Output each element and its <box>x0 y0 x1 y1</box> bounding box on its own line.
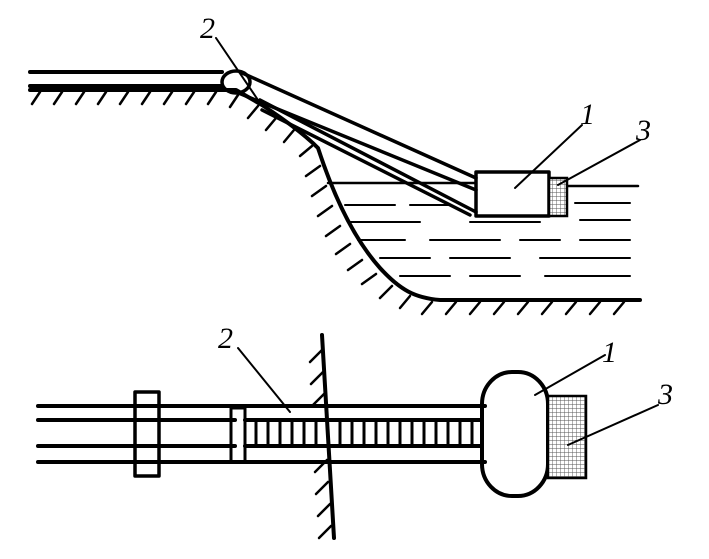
leader-lines-top <box>215 37 641 189</box>
filter-plan <box>546 394 588 480</box>
label-filter-top: 3 <box>635 114 651 147</box>
label-pump-bottom: 1 <box>602 336 617 369</box>
water-body <box>326 181 640 277</box>
hose-side <box>234 70 478 217</box>
hose-plan <box>254 420 474 446</box>
side-view: 2 1 3 <box>28 12 651 316</box>
label-pump-top: 1 <box>580 98 595 131</box>
label-hose-top: 2 <box>200 12 215 45</box>
pump-body-side <box>474 170 551 218</box>
clamp-block <box>133 390 161 478</box>
label-hose-bottom: 2 <box>218 322 233 355</box>
leader-lines-bottom <box>237 347 659 446</box>
plan-view: 2 1 3 <box>36 322 673 540</box>
bank-pipeline <box>28 70 224 88</box>
filter-side <box>547 176 569 218</box>
ground-hatching <box>30 90 626 316</box>
label-filter-bottom: 3 <box>657 378 673 411</box>
pulley-joint <box>220 69 252 95</box>
pump-body-plan <box>480 370 550 498</box>
wall <box>308 333 336 540</box>
coupling-flange <box>229 406 247 464</box>
pipeline-plan <box>36 404 487 464</box>
